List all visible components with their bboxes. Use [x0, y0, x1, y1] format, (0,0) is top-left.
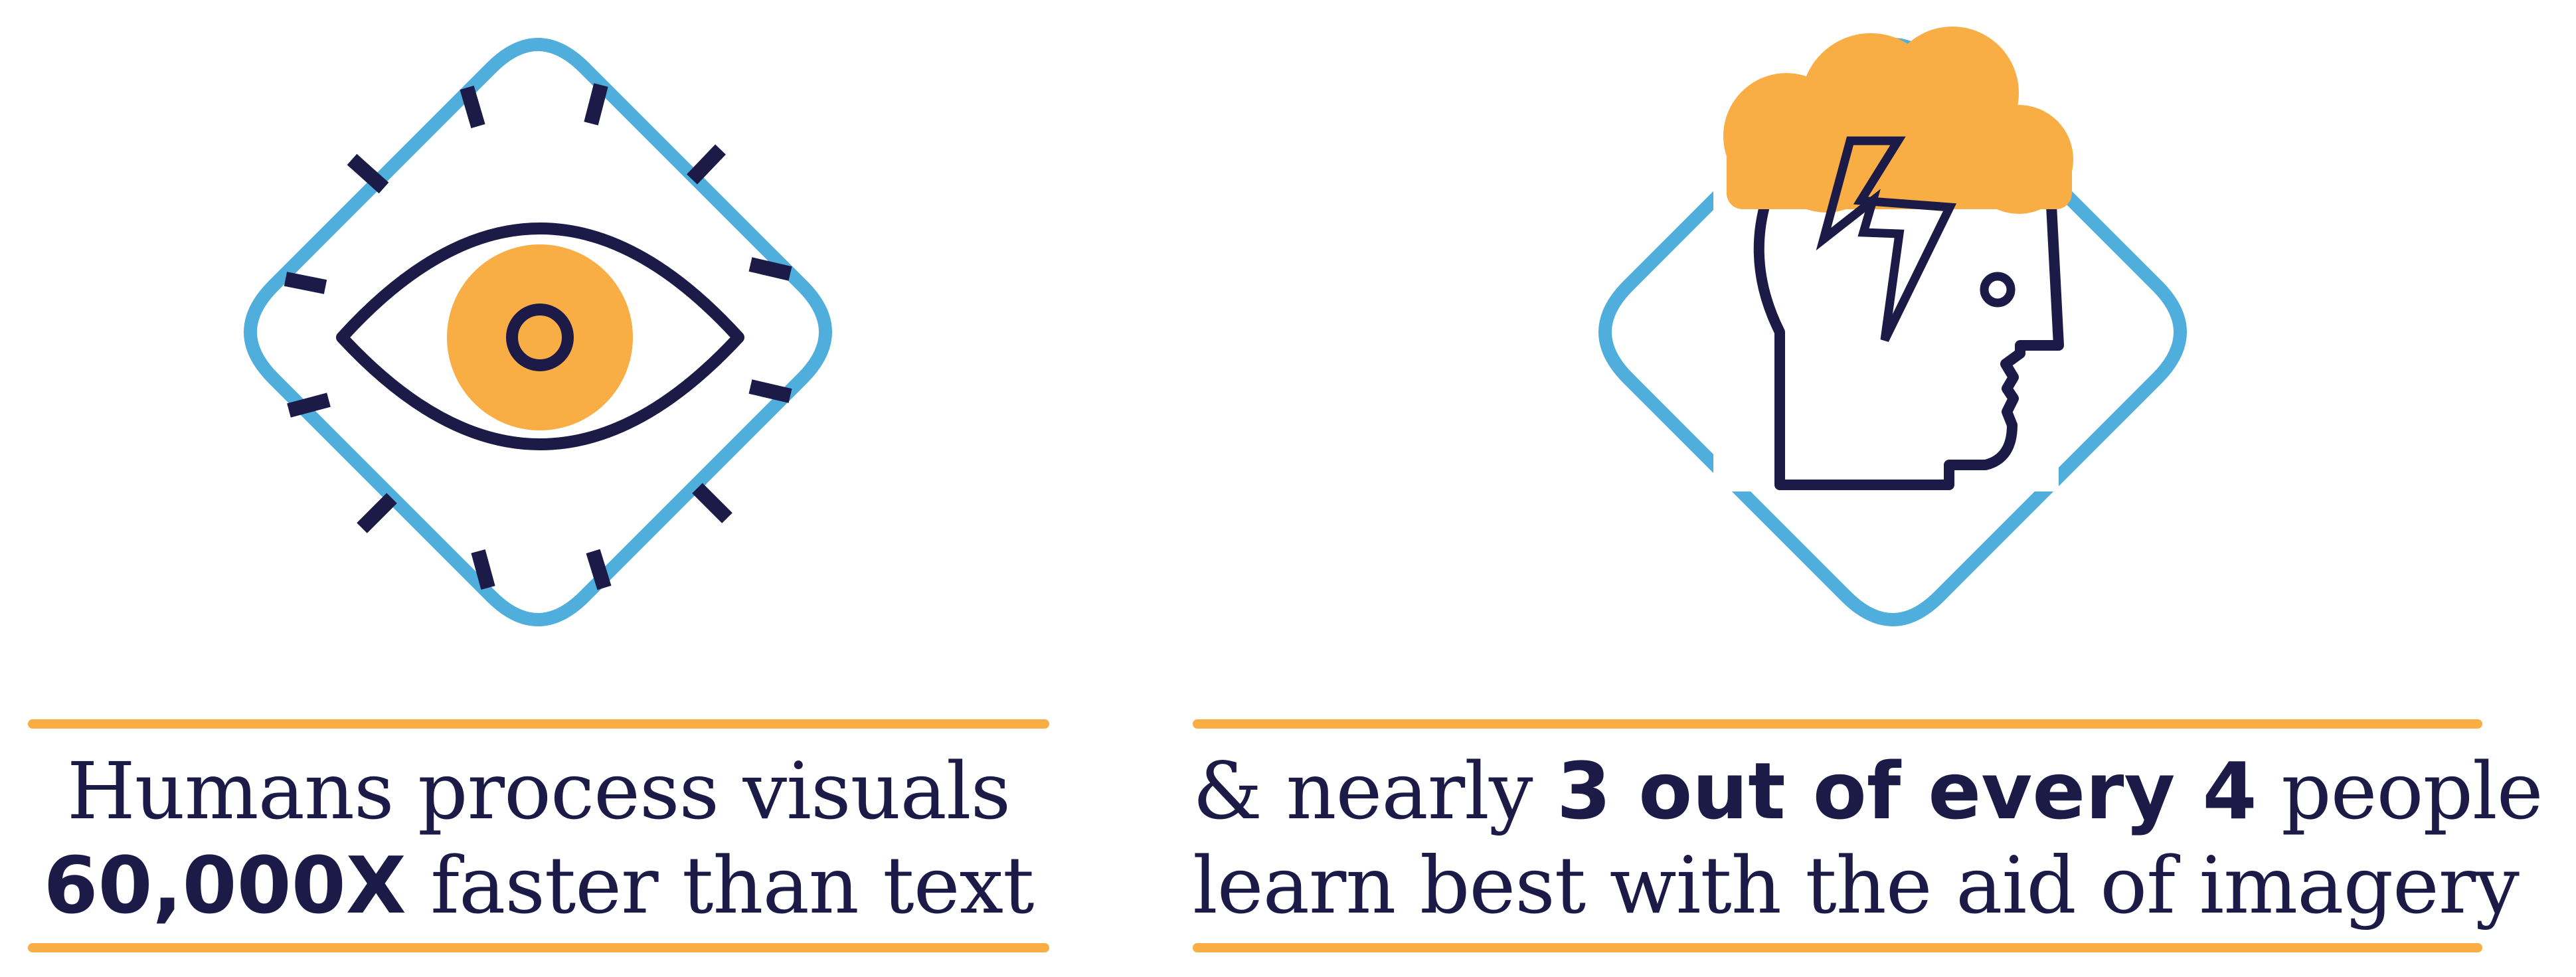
caption-line-1: Humans process visuals [66, 745, 1011, 837]
caption-visual-processing: Humans process visuals 60,000X faster th… [28, 744, 1049, 933]
diamond-frame [244, 38, 832, 626]
caption-line-2: 60,000X faster than text [28, 838, 1049, 933]
caption-rule-top [28, 719, 1049, 729]
panel-learning-imagery: & nearly 3 out of every 4 people learn b… [1193, 0, 2576, 977]
eye-rays [284, 83, 792, 590]
storm-cloud [1723, 27, 2073, 214]
head-eye [1980, 272, 2016, 308]
caption-rule-top [1193, 719, 2482, 729]
eye-icon [244, 38, 832, 626]
eye-outline [336, 222, 744, 450]
caption-rule-bottom [28, 943, 1049, 952]
head-outline [1753, 174, 2064, 490]
caption-line-1: & nearly 3 out of every 4 people [1193, 744, 2543, 838]
caption-line-1-post: people [2257, 745, 2543, 837]
stat-3-of-4: 3 out of every 4 [1557, 745, 2257, 837]
panel-visual-processing: Humans process visuals 60,000X faster th… [28, 38, 1049, 952]
caption-line-2-rest: faster than text [406, 840, 1034, 931]
head-with-storm-cloud-icon [1598, 27, 2187, 626]
caption-line-2: learn best with the aid of imagery [1193, 840, 2520, 931]
eye-iris [447, 244, 633, 430]
caption-rule-bottom [1193, 943, 2482, 952]
caption-line-1-pre: & nearly [1193, 745, 1557, 837]
stat-60000x: 60,000X [43, 840, 406, 931]
lightning-bolt-icon [1816, 136, 1957, 342]
caption-learning-imagery: & nearly 3 out of every 4 people learn b… [1193, 744, 2543, 933]
eye-pupil [506, 304, 574, 371]
